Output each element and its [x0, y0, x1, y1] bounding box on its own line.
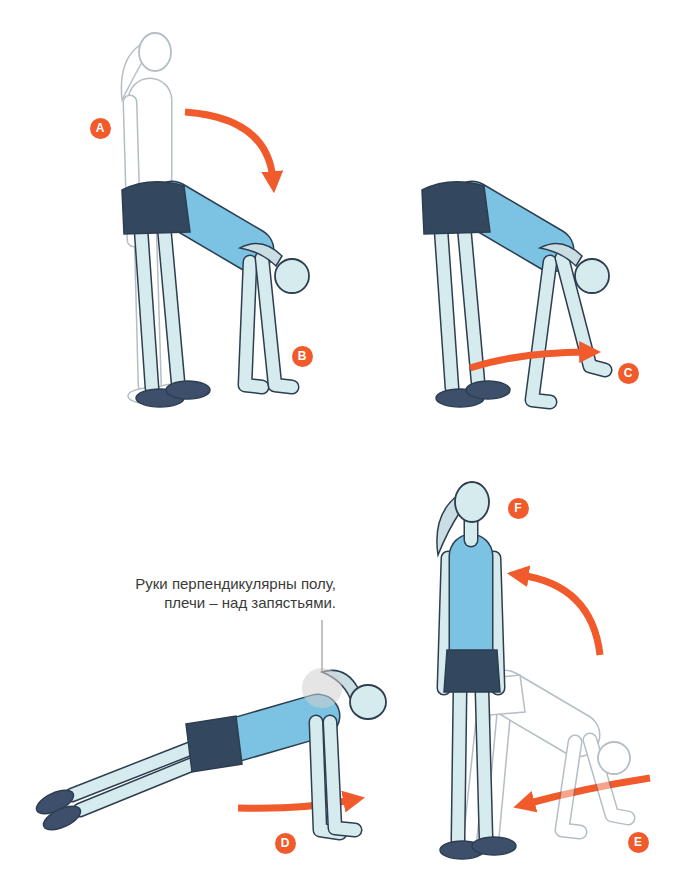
bent-figure-ghost-part: [598, 742, 630, 774]
movement-arrow-part: [520, 575, 600, 655]
bent-figure-ghost: [470, 675, 630, 840]
standing-figure-part: [455, 482, 489, 522]
bent-figure-part: [240, 244, 282, 267]
standing-figure-part: [482, 690, 486, 838]
step-letter: F: [508, 498, 529, 519]
standing-figure-part: [444, 650, 500, 692]
movement-arrow-part: [470, 352, 588, 368]
bent-figure-walking-part-part: [440, 215, 452, 388]
standing-figure-ghost-part: [139, 33, 171, 71]
movement-arrow-part: [185, 112, 273, 180]
callout-leader-part: [302, 668, 342, 708]
step-letter: E: [628, 832, 649, 853]
movement-arrow: [185, 112, 650, 808]
bent-figure-walking-part-part: [463, 215, 478, 382]
bent-figure-walking-part-part: [466, 381, 510, 399]
standing-figure: [437, 482, 516, 859]
bent-figure-walking-part: [575, 259, 609, 293]
bent-figure-part: [140, 215, 152, 388]
bent-figure-walking-part-part: [422, 182, 490, 234]
bent-figure-walking-part: [422, 182, 552, 407]
standing-figure-part: [449, 556, 494, 650]
plank-figure-part: [228, 716, 318, 742]
step-letter: D: [275, 833, 296, 854]
bent-figure-walking-part: [532, 262, 550, 402]
bent-figure-walking-part: [540, 244, 582, 267]
bent-figure-ghost-part: [492, 700, 505, 840]
plank-figure-part: [330, 722, 355, 830]
bent-figure-ghost-part: [562, 742, 580, 832]
standing-figure-part: [482, 690, 486, 838]
step-letter: C: [618, 363, 639, 384]
plank-figure-part: [186, 716, 242, 772]
callout-note: Руки перпендикулярны полу, плечи – над з…: [131, 574, 336, 612]
bent-figure-ghost-part: [562, 742, 580, 832]
bent-figure-part: [122, 182, 190, 234]
bent-figure-part: [163, 215, 178, 382]
bent-figure-part: [275, 259, 309, 293]
plank-figure-part: [40, 801, 84, 834]
bent-figure-walking: [422, 182, 609, 407]
bent-figure: [122, 182, 309, 407]
callout-leader-part: [321, 620, 322, 672]
bent-figure-ghost-part: [492, 700, 505, 840]
standing-figure-part: [464, 520, 479, 540]
plank-figure-part: [80, 762, 198, 810]
standing-figure-part: [465, 520, 477, 540]
bent-figure-walking-part-part: [440, 215, 452, 388]
plank-figure-part: [80, 762, 198, 810]
bent-figure-part: [166, 381, 210, 399]
standing-figure-part: [458, 690, 460, 840]
plank-figure-part: [350, 685, 386, 719]
standing-figure-part: [458, 690, 460, 840]
standing-figure-part: [472, 837, 516, 855]
bent-figure-part: [140, 215, 152, 388]
plank-figure-part: [228, 716, 318, 742]
step-letter: B: [292, 346, 313, 367]
standing-figure-ghost: [121, 33, 198, 404]
bent-figure-walking-part-part: [463, 215, 478, 382]
bent-figure-walking-part: [532, 262, 550, 402]
callout-leader: [302, 620, 342, 708]
plank-figure-part: [330, 722, 355, 830]
standing-figure-part: [450, 556, 492, 650]
step-letter: A: [90, 118, 111, 139]
bent-figure-part: [163, 215, 178, 382]
movement-arrow-part: [526, 778, 650, 804]
